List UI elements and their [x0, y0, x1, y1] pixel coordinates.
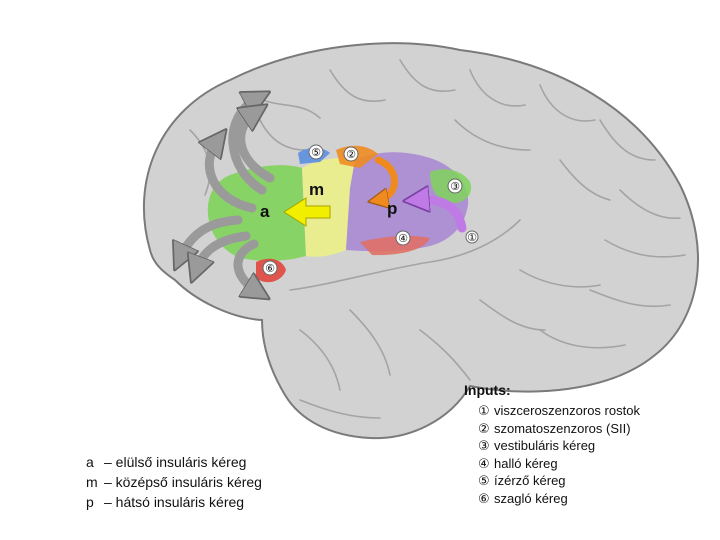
input-marker-4: ④ — [395, 230, 411, 246]
brain-gyri — [189, 59, 686, 419]
legend-text: – hátsó insuláris kéreg — [104, 494, 245, 510]
auditory-area — [360, 235, 430, 256]
input-key: ① — [478, 403, 490, 418]
legend-key: a — [86, 454, 94, 470]
input-text: halló kéreg — [494, 455, 558, 471]
input-key: ③ — [478, 438, 490, 453]
input-row: ⑤ ízérző kéreg — [478, 472, 640, 490]
input-marker-1: ① — [465, 230, 479, 244]
input-marker-3: ③ — [447, 178, 463, 194]
input-row: ③ vestibuláris kéreg — [478, 437, 640, 455]
legend-text: – elülső insuláris kéreg — [104, 454, 247, 470]
legend-row-middle: m – középső insuláris kéreg — [86, 472, 262, 492]
input-marker-2: ② — [343, 146, 359, 162]
frontal-input-arrows — [180, 98, 275, 292]
input-key: ④ — [478, 455, 490, 471]
input-text: vestibuláris kéreg — [494, 438, 596, 453]
input-text: ízérző kéreg — [494, 473, 566, 488]
svg-text:①: ① — [467, 231, 477, 244]
legend-text: – középső insuláris kéreg — [104, 474, 262, 490]
input-key: ⑥ — [478, 490, 490, 506]
legend-key: p — [86, 494, 94, 510]
inputs-title: Inputs: — [464, 382, 511, 398]
input-text: szagló kéreg — [494, 490, 568, 506]
input-key: ⑤ — [478, 473, 490, 488]
visceral-arrow — [416, 200, 467, 233]
label-middle: m — [309, 180, 324, 199]
legend-row-anterior: a – elülső insuláris kéreg — [86, 452, 262, 472]
input-row: ① viszceroszenzoros rostok — [478, 402, 640, 420]
input-marker-6: ⑥ — [262, 260, 278, 276]
input-marker-5: ⑤ — [308, 144, 324, 160]
svg-text:⑤: ⑤ — [311, 146, 321, 159]
svg-text:③: ③ — [450, 180, 460, 193]
legend-row-posterior: p – hátsó insuláris kéreg — [86, 492, 262, 512]
middle-to-anterior-arrow — [283, 197, 331, 227]
svg-text:⑥: ⑥ — [265, 262, 275, 275]
svg-text:④: ④ — [398, 232, 408, 245]
input-text: szomatoszenzoros (SII) — [494, 420, 631, 436]
label-posterior: p — [387, 199, 397, 218]
svg-text:②: ② — [346, 148, 356, 161]
label-anterior: a — [260, 202, 270, 221]
input-text: viszceroszenzoros rostok — [494, 403, 640, 418]
input-key: ② — [478, 420, 490, 436]
region-legend: a – elülső insuláris kéreg m – középső ins… — [86, 452, 262, 512]
legend-key: m — [86, 474, 98, 490]
somatosensory-arrow — [378, 156, 398, 200]
